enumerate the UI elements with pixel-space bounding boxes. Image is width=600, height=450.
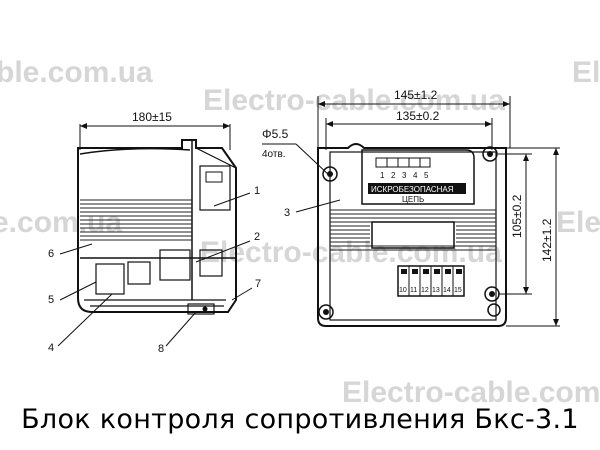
terminal-3: 3: [402, 171, 407, 180]
front-view: 145±1.2 135±0.2 Φ5.5 4отв.: [262, 88, 560, 327]
terminal-2: 2: [391, 171, 396, 180]
callout-3: 3: [284, 207, 290, 219]
panel-label-line-1: ИСКРОБЕЗОПАСНАЯ: [371, 185, 454, 194]
watermark-mid-right: Ele: [556, 206, 600, 239]
callout-7: 7: [255, 278, 261, 290]
hole-dim: Φ5.5: [262, 127, 289, 141]
watermark-top-right: Ele: [572, 56, 600, 89]
watermark-top-left: ble.com.ua: [0, 56, 153, 89]
terminal-15: 15: [454, 287, 462, 294]
terminal-13: 13: [432, 287, 440, 294]
caption: Блок контроля сопротивления Бкс-3.1: [21, 404, 579, 435]
watermark-mid: Electro-cable.com.ua: [200, 236, 502, 269]
callout-2: 2: [254, 231, 260, 243]
terminal-5: 5: [424, 171, 429, 180]
callout-6: 6: [48, 248, 54, 260]
terminal-14: 14: [443, 287, 451, 294]
callout-8: 8: [158, 343, 164, 355]
bottom-terminal-block: 10 11 12 13 14 15: [397, 265, 465, 297]
watermark-mid-left: e.com.ua: [0, 206, 122, 239]
watermark-top: Electro-cable.com.ua: [203, 84, 505, 117]
terminal-11: 11: [410, 287, 417, 294]
terminal-12: 12: [421, 287, 429, 294]
top-terminal-block: 1 2 3 4 5: [375, 157, 431, 180]
terminal-1: 1: [380, 171, 385, 180]
callout-4: 4: [48, 342, 54, 354]
hole-count: 4отв.: [262, 149, 286, 160]
panel-label-line-2: ЦЕПЬ: [402, 195, 424, 204]
outer-width-dim: 145±1.2: [394, 88, 438, 102]
terminal-4: 4: [413, 171, 418, 180]
side-view: 180±15: [48, 110, 261, 355]
inner-width-dim: 135±0.2: [396, 109, 440, 123]
watermark-bottom: Electro-cable.com.ua: [342, 376, 600, 409]
terminal-10: 10: [399, 287, 407, 294]
inner-height-dim: 105±0.2: [510, 194, 524, 238]
outer-height-dim: 142±1.2: [540, 218, 554, 262]
callout-5: 5: [48, 294, 54, 306]
side-width-dim: 180±15: [132, 110, 172, 124]
callout-1: 1: [254, 185, 260, 197]
